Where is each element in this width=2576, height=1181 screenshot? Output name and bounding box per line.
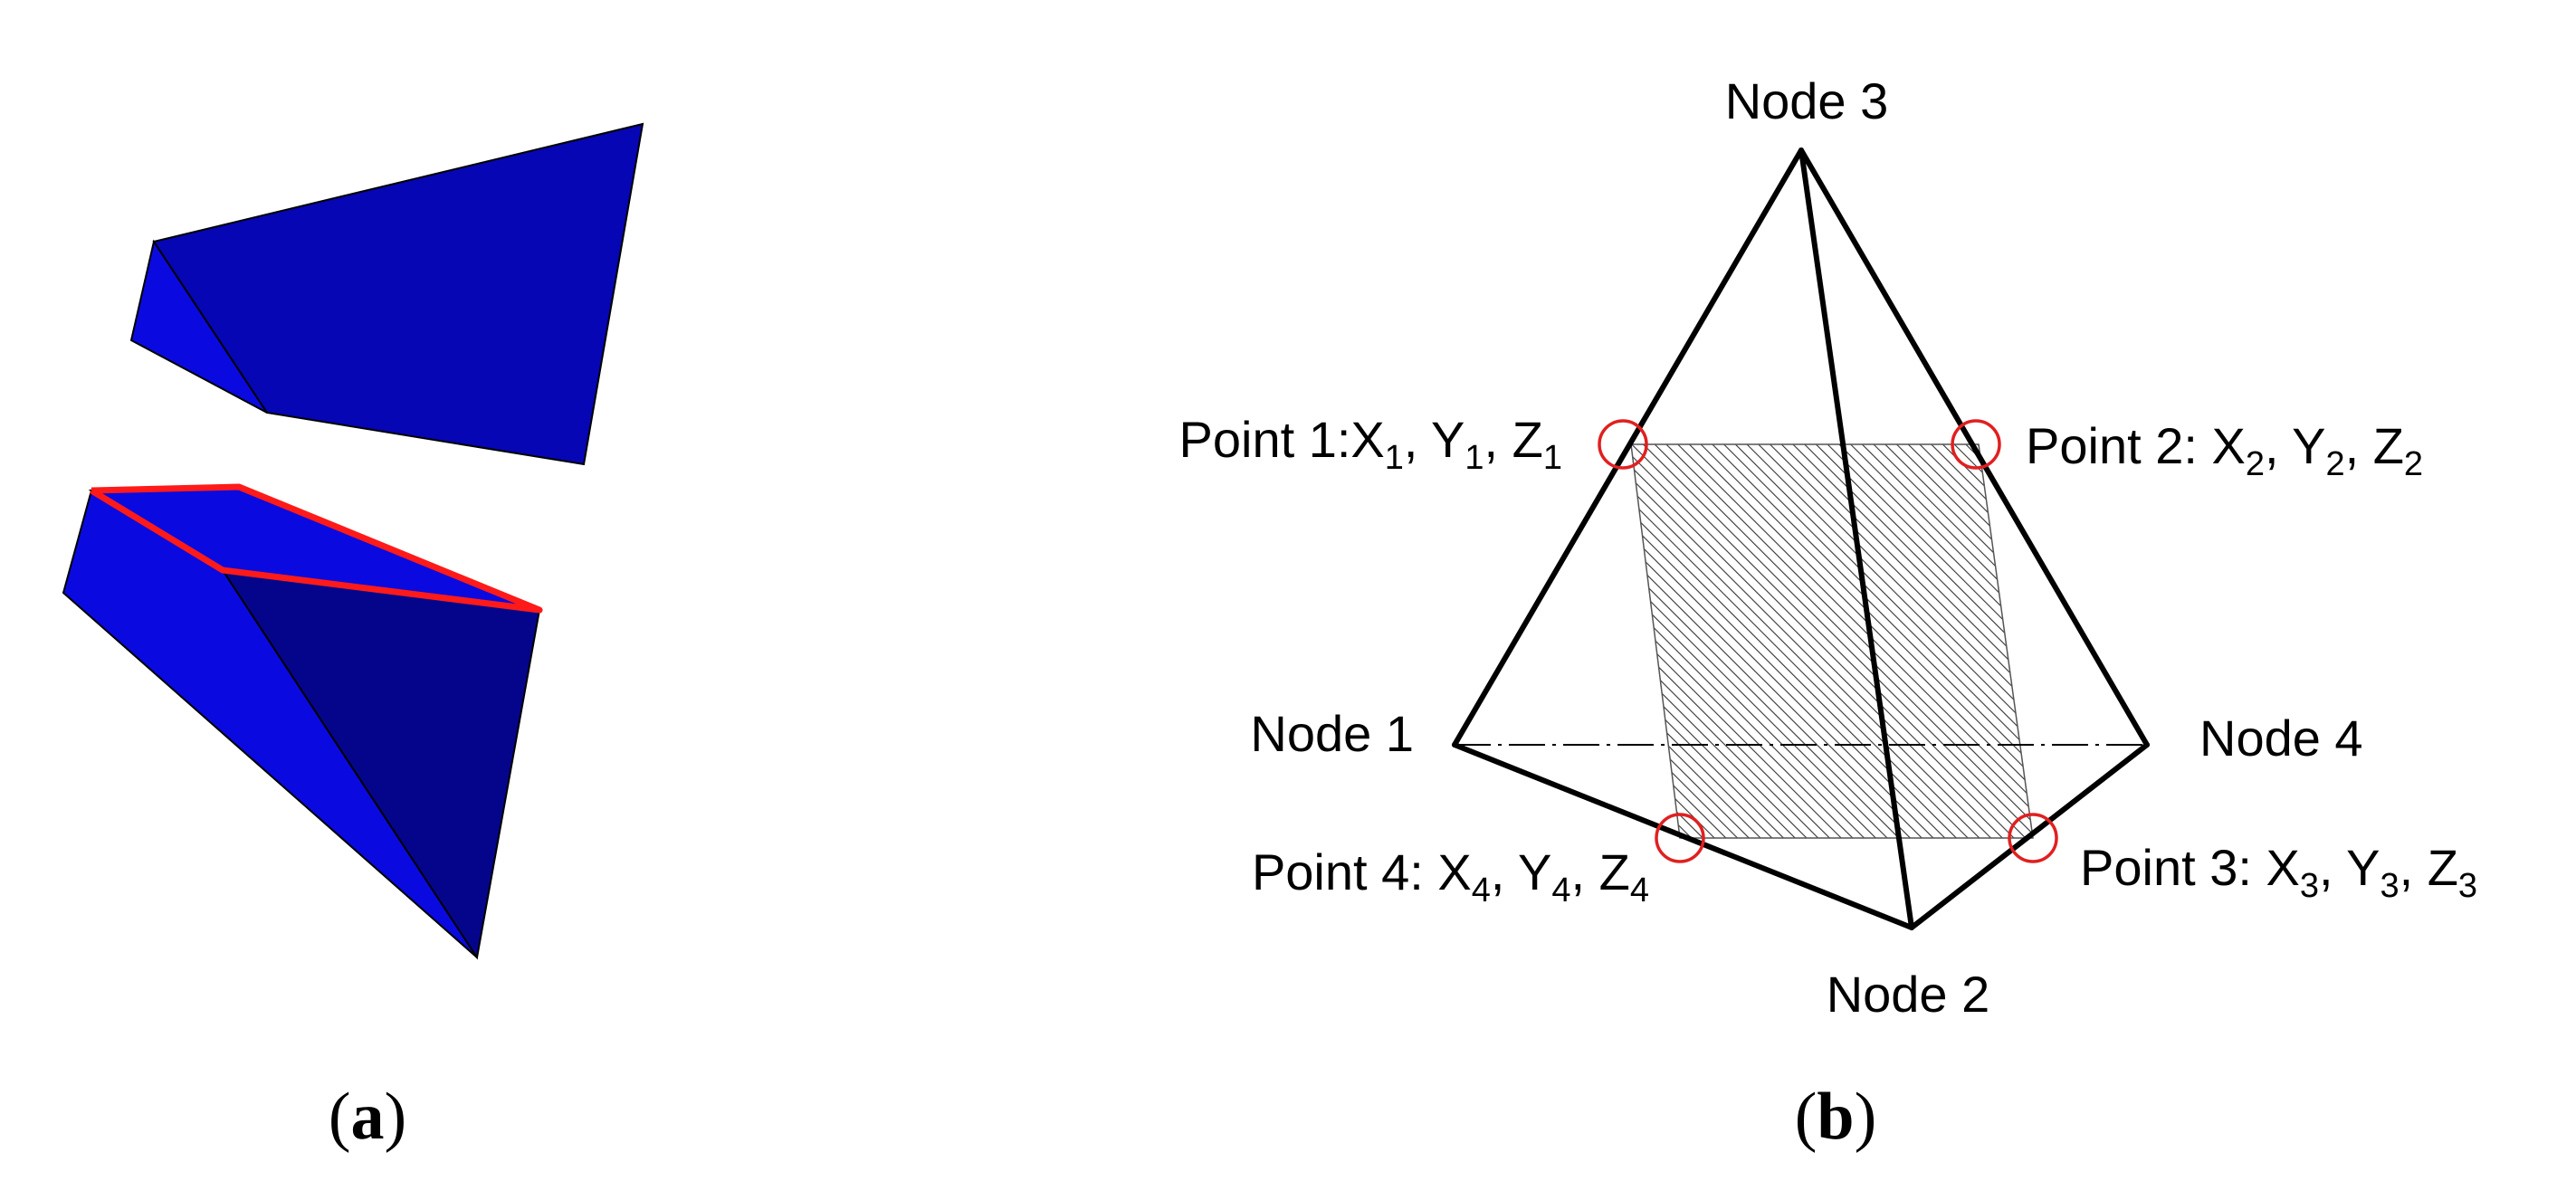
edge-node2-node4 bbox=[1909, 742, 2150, 930]
cut-line bbox=[90, 483, 543, 614]
point-2-marker bbox=[1951, 419, 2001, 470]
node-1-label: Node 1 bbox=[1250, 705, 1414, 762]
edge-node1-node2 bbox=[1452, 742, 1914, 930]
point-4-label: Point 4: X4, Y4, Z4 bbox=[1252, 843, 1649, 910]
node-3-label: Node 3 bbox=[1725, 72, 1889, 129]
caption-a: (a) bbox=[329, 1080, 406, 1154]
panel-a: (a) bbox=[62, 122, 644, 1154]
point-3-label: Point 3: X3, Y3, Z3 bbox=[2080, 839, 2477, 905]
intersection-markers bbox=[1598, 419, 2058, 863]
node-4-label: Node 4 bbox=[2199, 710, 2363, 767]
edge-node1-node3 bbox=[1452, 148, 1804, 748]
point-3-marker bbox=[2008, 813, 2058, 863]
upper-wedge-top-face bbox=[152, 122, 644, 466]
lower-wedge bbox=[62, 483, 543, 960]
tetrahedron bbox=[1452, 148, 2150, 930]
panel-b: Node 3 Node 1 Node 4 Node 2 Point 1:X1, … bbox=[1179, 72, 2478, 1154]
cross-section bbox=[1630, 443, 2034, 839]
edge-node3-node2 bbox=[1798, 148, 1914, 930]
point-1-marker bbox=[1598, 419, 1648, 470]
point-4-marker bbox=[1655, 813, 1705, 863]
point-2-label: Point 2: X2, Y2, Z2 bbox=[2026, 417, 2423, 483]
caption-b: (b) bbox=[1795, 1080, 1876, 1154]
edge-node3-node4 bbox=[1798, 148, 2150, 748]
point-1-label: Point 1:X1, Y1, Z1 bbox=[1179, 411, 1563, 477]
node-2-label: Node 2 bbox=[1827, 966, 1990, 1023]
upper-wedge bbox=[129, 122, 644, 466]
